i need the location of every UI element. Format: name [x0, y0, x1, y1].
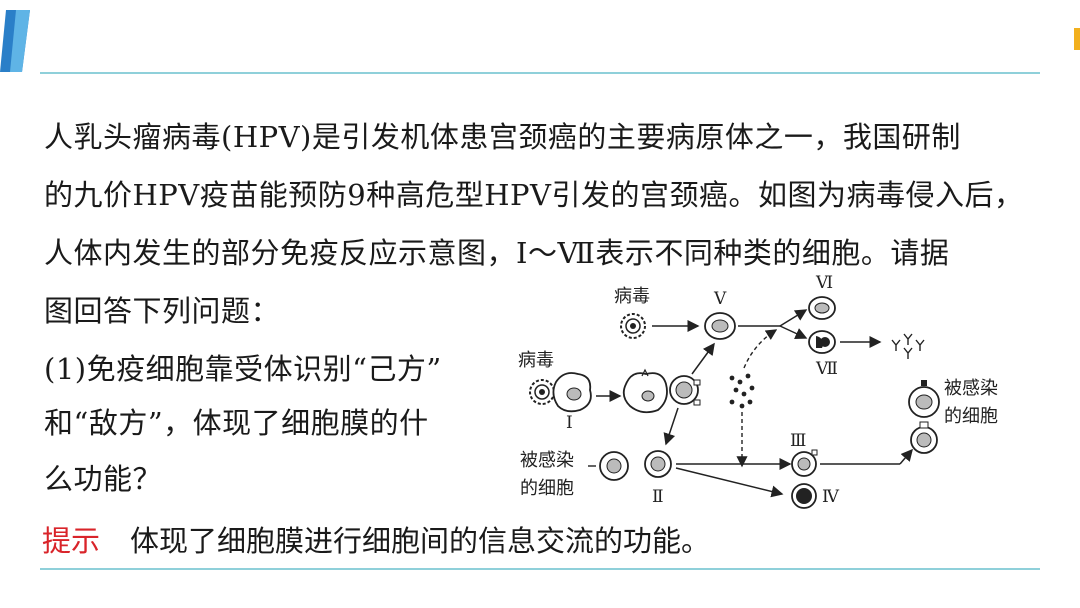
question-line-4: 图回答下列问题： — [44, 294, 281, 328]
infected-cell-right-label-2: 的细胞 — [944, 406, 998, 427]
top-divider — [40, 72, 1040, 74]
question-line-3: 人体内发生的部分免疫反应示意图，Ⅰ～Ⅶ表示不同种类的细胞。请据 — [44, 236, 950, 270]
cell-label-i: Ⅰ — [566, 413, 573, 433]
infected-cell-left — [588, 451, 629, 481]
cell-label-v: Ⅴ — [713, 289, 727, 309]
cell-ii — [644, 450, 672, 478]
helper-t-cell — [669, 375, 701, 406]
subquestion-1-line-3: 么功能？ — [44, 462, 163, 496]
tip-text: 体现了细胞膜进行细胞间的信息交流的功能。 — [130, 524, 711, 558]
cell-i — [552, 372, 592, 413]
cell-vii — [808, 330, 836, 354]
virus-label-top: 病毒 — [614, 286, 650, 307]
cell-label-ii: Ⅱ — [652, 487, 664, 507]
antigen-presenting-cell — [622, 368, 668, 414]
cell-iii — [791, 449, 818, 477]
tip-answer: 提示体现了细胞膜进行细胞间的信息交流的功能。 — [42, 512, 710, 570]
cell-label-vii: Ⅶ — [815, 359, 838, 379]
cytokines-icon — [729, 373, 755, 409]
corner-tab-decoration — [0, 10, 30, 72]
subquestion-1-line-1: (1)免疫细胞靠受体识别“己方” — [44, 352, 442, 386]
virus-label-left: 病毒 — [518, 350, 554, 371]
infected-cell-right — [908, 380, 940, 418]
antibody-icon — [891, 333, 925, 359]
bottom-divider — [40, 568, 1040, 570]
right-edge-mark — [1074, 28, 1080, 50]
cytotoxic-t-cell — [910, 421, 938, 454]
virus-icon-top — [620, 313, 646, 339]
tip-label: 提示 — [42, 524, 101, 558]
question-line-2: 的九价HPV疫苗能预防9种高危型HPV引发的宫颈癌。如图为病毒侵入后， — [44, 178, 1024, 212]
cell-label-iii: Ⅲ — [790, 431, 806, 451]
infected-cell-left-label-1: 被感染 — [520, 450, 574, 471]
subquestion-1-line-2: 和“敌方”，体现了细胞膜的什 — [44, 406, 429, 440]
cell-label-vi: Ⅵ — [815, 273, 833, 293]
immune-response-diagram: 病毒 Ⅴ Ⅵ Ⅶ 病毒 Ⅰ — [518, 273, 998, 509]
cell-iv — [791, 483, 817, 509]
infected-cell-right-label-1: 被感染 — [944, 378, 998, 399]
virus-icon-left — [529, 379, 555, 405]
infected-cell-left-label-2: 的细胞 — [520, 478, 574, 499]
cell-v — [704, 312, 736, 340]
question-line-1: 人乳头瘤病毒(HPV)是引发机体患宫颈癌的主要病原体之一，我国研制 — [44, 120, 961, 154]
cell-label-iv: Ⅳ — [822, 487, 840, 507]
cell-vi — [808, 296, 836, 320]
